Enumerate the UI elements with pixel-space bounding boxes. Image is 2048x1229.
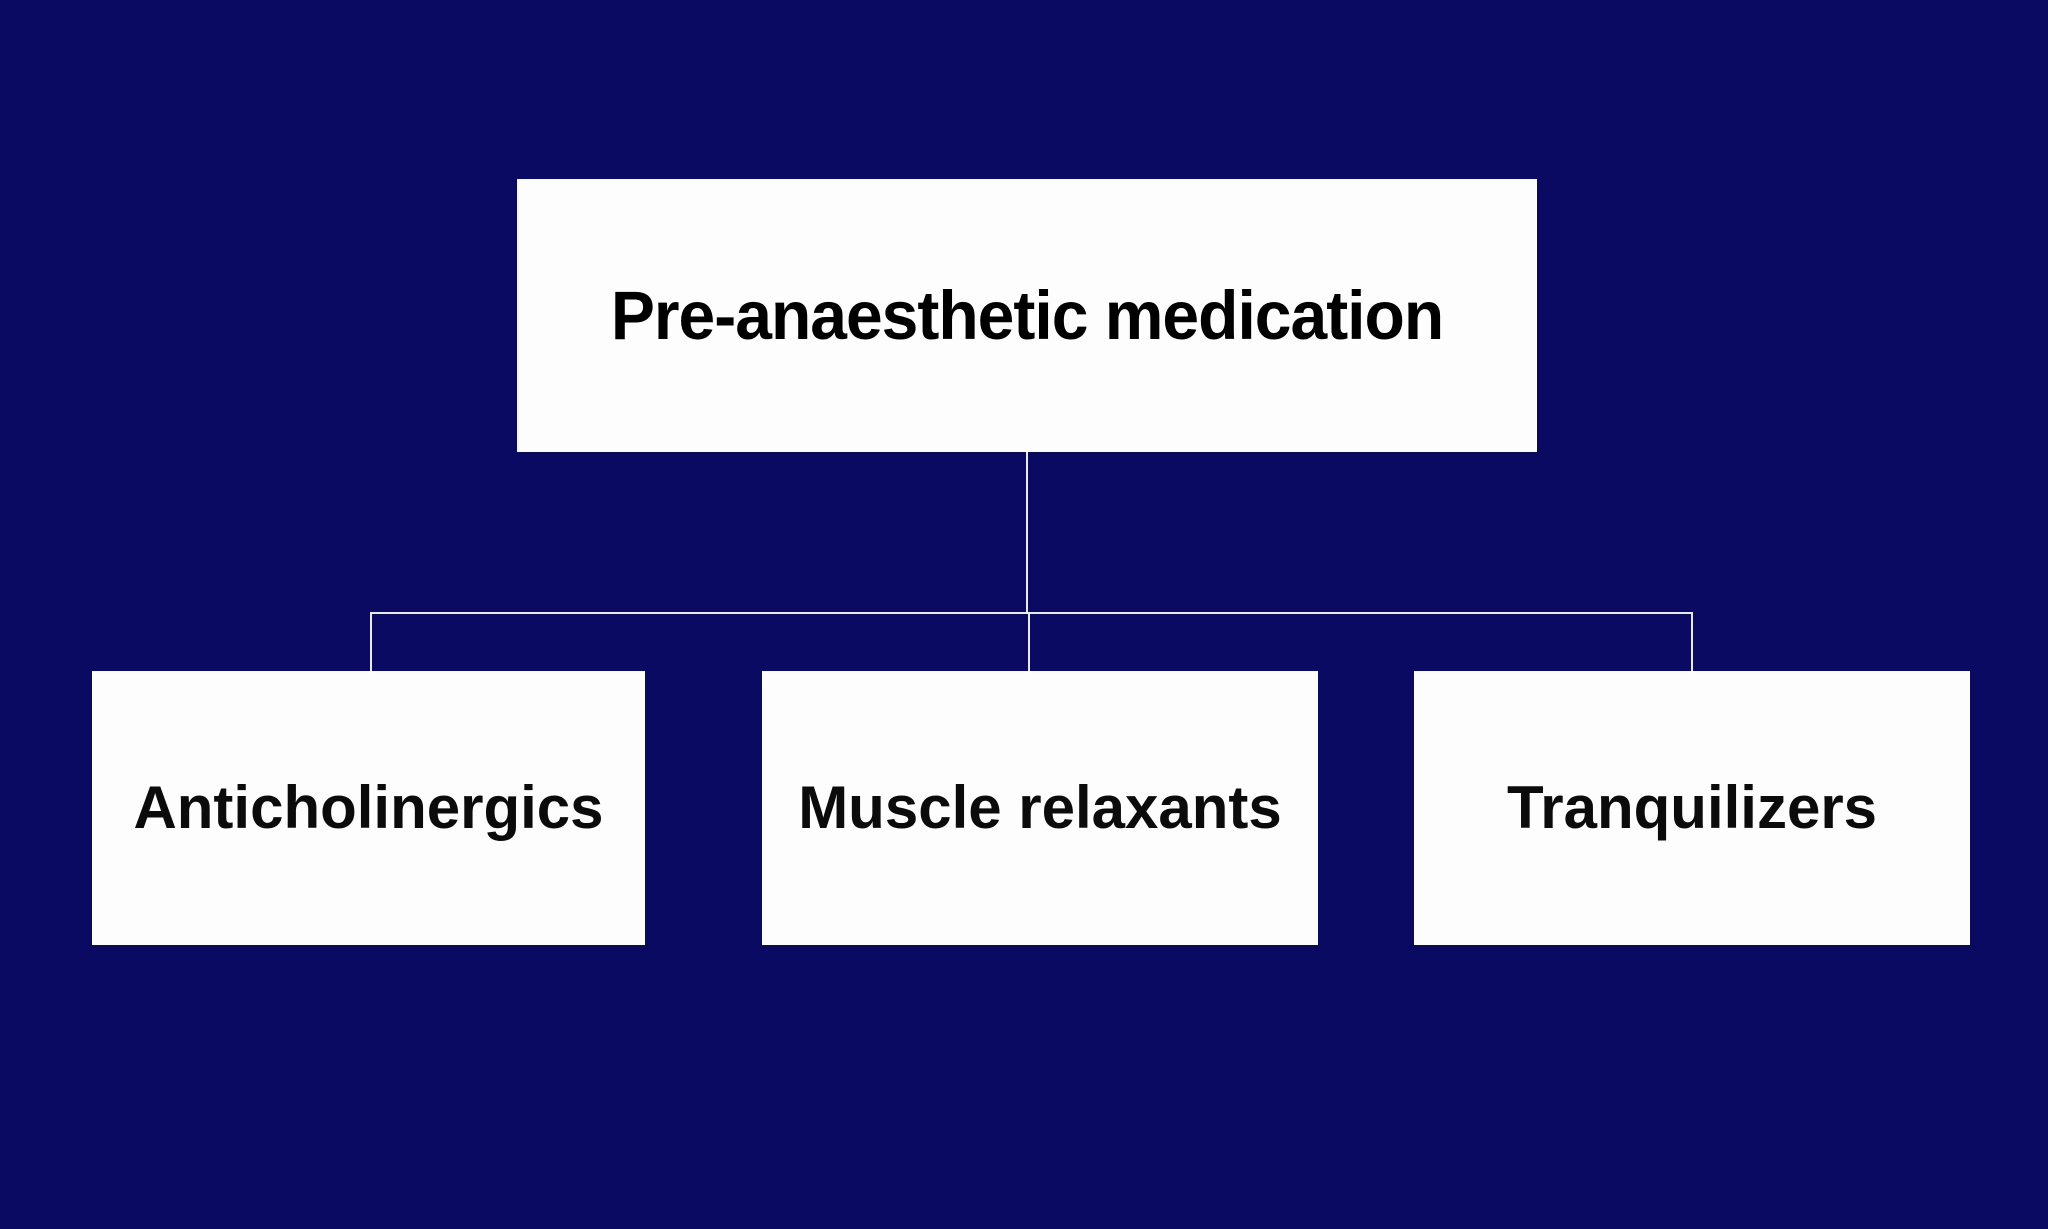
node-muscle-relaxants-label: Muscle relaxants — [798, 774, 1282, 841]
node-anticholinergics: Anticholinergics — [92, 671, 645, 945]
node-pre-anaesthetic-medication: Pre-anaesthetic medication — [517, 179, 1537, 452]
node-root-label: Pre-anaesthetic medication — [610, 276, 1444, 354]
connector-drop-muscle-relaxants — [1028, 612, 1030, 672]
connector-drop-anticholinergics — [370, 612, 372, 672]
node-anticholinergics-label: Anticholinergics — [133, 774, 604, 841]
connector-root-stem — [1026, 452, 1028, 614]
node-tranquilizers: Tranquilizers — [1414, 671, 1970, 945]
connector-drop-tranquilizers — [1691, 612, 1693, 672]
node-muscle-relaxants: Muscle relaxants — [762, 671, 1318, 945]
node-tranquilizers-label: Tranquilizers — [1506, 774, 1878, 841]
connector-horizontal-rail — [370, 612, 1693, 614]
